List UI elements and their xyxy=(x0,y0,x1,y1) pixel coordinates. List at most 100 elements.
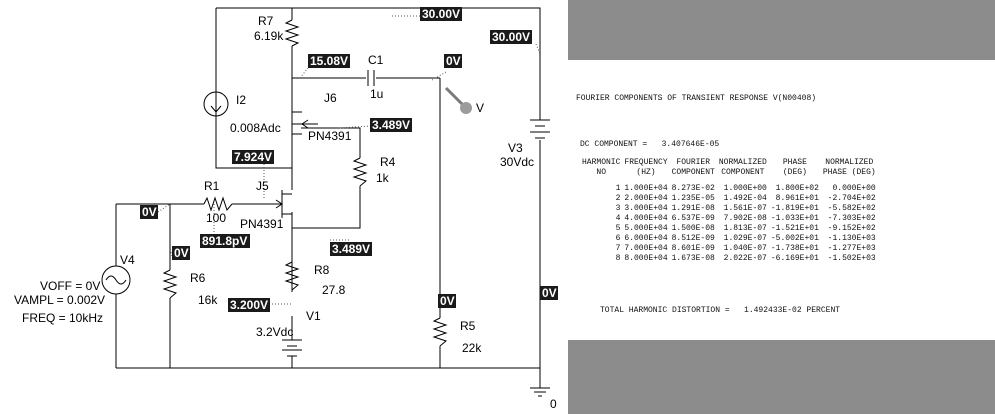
table-cell: 1.673E-08 xyxy=(671,254,715,263)
battery-v3[interactable]: V3 30Vdc xyxy=(500,119,550,169)
table-cell: 4 xyxy=(615,214,621,223)
v4-freq: FREQ = 10kHz xyxy=(22,311,103,325)
bias-label-v3-top[interactable]: 30.00V xyxy=(490,30,532,44)
bias-label-j5-drain[interactable]: 7.924V xyxy=(232,150,274,164)
bias-label-top-rail[interactable]: 30.00V xyxy=(420,7,462,21)
table-cell: 2 xyxy=(615,194,621,203)
r6-name: R6 xyxy=(190,271,206,285)
table-cell: 7 xyxy=(615,244,621,253)
battery-v1[interactable]: V1 3.2Vdc xyxy=(256,309,321,357)
table-cell: 1.813E-07 xyxy=(723,224,767,233)
table-cell: -1.033E+01 xyxy=(770,214,819,223)
bias-label-input[interactable]: 0V xyxy=(140,205,158,219)
table-cell: 2.022E-07 xyxy=(723,254,767,263)
table-cell: 1.040E-07 xyxy=(723,244,767,253)
svg-text:30.00V: 30.00V xyxy=(422,7,460,21)
table-cell: 1.000E+00 xyxy=(723,184,767,193)
c1-name: C1 xyxy=(368,53,384,67)
jfet-j6[interactable]: J6 PN4391 xyxy=(291,91,352,143)
v1-value: 3.2Vdc xyxy=(256,325,293,339)
svg-text:0V: 0V xyxy=(440,294,455,308)
table-cell: 0.000E+00 xyxy=(832,184,876,193)
table-cell: 1.235E-05 xyxy=(671,194,715,203)
v4-vampl: VAMPL = 0.002V xyxy=(14,293,105,307)
r4-name: R4 xyxy=(380,155,396,169)
svg-text:0V: 0V xyxy=(446,54,461,68)
r1-value: 100 xyxy=(206,211,226,225)
ground-symbol[interactable]: 0 xyxy=(530,387,557,411)
resistor-r8[interactable]: R8 27.8 xyxy=(284,261,346,297)
table-cell: 6.537E-09 xyxy=(671,214,715,223)
resistor-r1[interactable]: R1 100 xyxy=(203,179,233,225)
bias-label-r6-top[interactable]: 0V xyxy=(172,246,190,260)
j5-model: PN4391 xyxy=(240,217,284,231)
r7-value: 6.19k xyxy=(254,29,284,43)
svg-text:3.200V: 3.200V xyxy=(230,298,268,312)
column-header-line: FOURIER xyxy=(676,158,711,167)
bias-label-r5-top[interactable]: 0V xyxy=(438,294,456,308)
bias-label-j6-drain[interactable]: 15.08V xyxy=(308,54,350,68)
resistor-r6[interactable]: R6 16k xyxy=(162,269,218,307)
table-cell: 1.492E-04 xyxy=(723,194,767,203)
table-cell: 3 xyxy=(615,204,621,213)
v1-name: V1 xyxy=(306,309,321,323)
capacitor-c1[interactable]: C1 1u xyxy=(367,53,384,101)
svg-text:891.8pV: 891.8pV xyxy=(202,234,247,248)
table-cell: 5.000E+04 xyxy=(624,224,668,233)
table-cell: 2.000E+04 xyxy=(624,194,668,203)
table-cell: 1.000E+04 xyxy=(624,184,668,193)
circuit-schematic: R7 6.19k I2 0.008Adc J6 PN4391 C1 1u V R… xyxy=(14,7,558,411)
table-cell: -1.130E+03 xyxy=(827,234,876,243)
svg-text:0V: 0V xyxy=(542,286,557,300)
v4-voff: VOFF = 0V xyxy=(40,279,100,293)
table-cell: 8.961E+01 xyxy=(775,194,819,203)
bias-label-j5-source[interactable]: 3.489V xyxy=(330,242,372,256)
table-cell: -1.819E+01 xyxy=(770,204,819,213)
svg-text:3.489V: 3.489V xyxy=(332,242,370,256)
resistor-r7[interactable]: R7 6.19k xyxy=(254,14,300,47)
column-header-line: (HZ) xyxy=(636,168,656,177)
svg-text:3.489V: 3.489V xyxy=(372,118,410,132)
thd-line: TOTAL HARMONIC DISTORTION = 1.492433E-02… xyxy=(600,306,841,315)
resistor-r4[interactable]: R4 1k xyxy=(352,155,396,187)
table-cell: 1.500E-08 xyxy=(671,224,715,233)
bias-label-right-rail[interactable]: 0V xyxy=(540,286,558,300)
label-leaders xyxy=(157,15,541,305)
ground-label: 0 xyxy=(550,397,557,411)
current-source-i2[interactable]: I2 0.008Adc xyxy=(203,91,281,135)
column-header-line: COMPONENT xyxy=(721,168,765,177)
jfet-j5[interactable]: J5 PN4391 xyxy=(240,179,292,231)
table-cell: 5 xyxy=(615,224,621,233)
r8-name: R8 xyxy=(314,263,330,277)
c1-value: 1u xyxy=(370,87,383,101)
bias-label-j5-gate[interactable]: 891.8pV xyxy=(200,234,250,248)
table-cell: -6.169E+01 xyxy=(770,254,819,263)
bias-label-j6-source[interactable]: 3.489V xyxy=(370,118,412,132)
v3-name: V3 xyxy=(508,141,523,155)
j6-model: PN4391 xyxy=(308,129,352,143)
svg-text:0V: 0V xyxy=(174,246,189,260)
table-cell: -1.277E+03 xyxy=(827,244,876,253)
table-cell: 8.273E-02 xyxy=(671,184,715,193)
column-header-line: (DEG) xyxy=(782,168,807,177)
table-cell: 1.291E-08 xyxy=(671,204,715,213)
bias-label-v1-top[interactable]: 3.200V xyxy=(228,298,270,312)
r7-name: R7 xyxy=(258,14,274,28)
sine-source-v4[interactable]: V4 VOFF = 0V VAMPL = 0.002V FREQ = 10kHz xyxy=(14,253,135,325)
table-cell: 1 xyxy=(615,184,621,193)
voltage-probe[interactable]: V xyxy=(444,86,484,115)
table-cell: 1.029E-07 xyxy=(723,234,767,243)
bias-label-output[interactable]: 0V xyxy=(444,54,462,68)
column-header: PHASE(DEG) xyxy=(769,158,821,184)
column-header-line: NO xyxy=(596,168,606,177)
resistor-r5[interactable]: R5 22k xyxy=(432,317,482,355)
